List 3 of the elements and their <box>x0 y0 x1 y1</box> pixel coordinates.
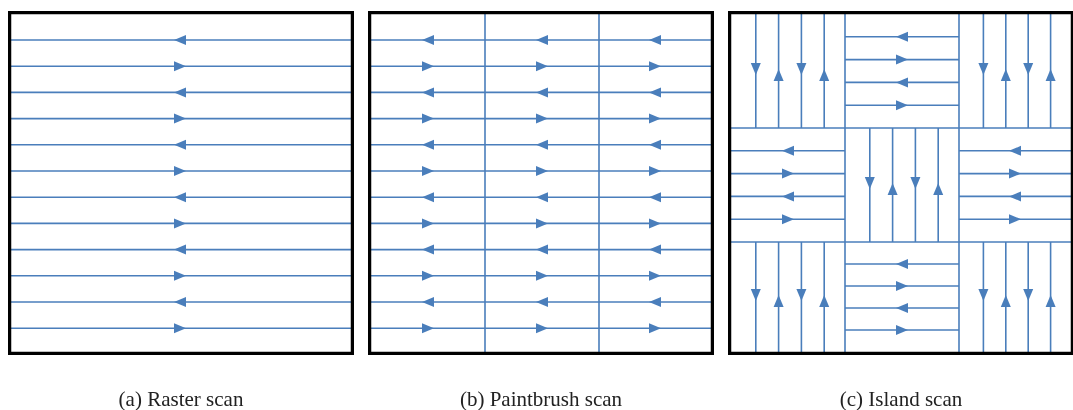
figure-caption: (c) Island scan <box>838 387 964 410</box>
figure-caption: (a) Raster scan <box>117 387 245 410</box>
figure-caption: (b) Paintbrush scan <box>458 387 624 410</box>
